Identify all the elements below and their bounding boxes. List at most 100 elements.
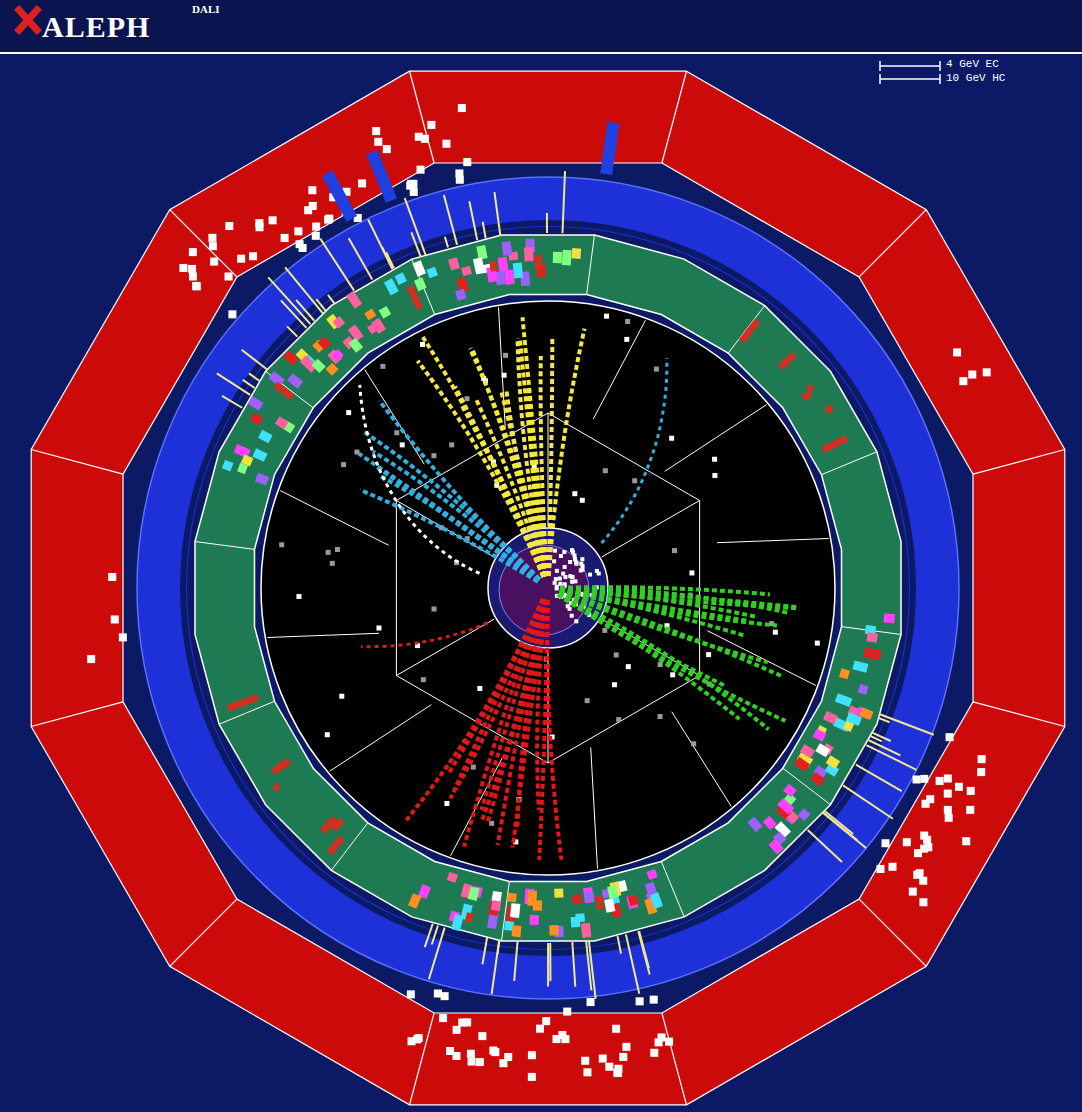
ecal-deposit (599, 896, 601, 909)
ecal-deposit (459, 290, 462, 299)
ecal-deposit (742, 321, 758, 342)
hcal-hit (882, 839, 890, 847)
hcal-hit (489, 1047, 497, 1055)
track (360, 385, 480, 574)
hcal-hit (427, 121, 435, 129)
energy-bar (562, 171, 565, 233)
hcal-divider (410, 71, 435, 163)
ecal-deposit (417, 262, 422, 275)
hcal-hit (111, 615, 119, 623)
hcal-hit (945, 814, 953, 822)
hcal-hit (959, 377, 967, 385)
ecal-deposit (772, 842, 781, 852)
hcal (31, 71, 1065, 1105)
hit (346, 410, 351, 415)
ecal-deposit (303, 358, 315, 369)
hcal-hit (888, 863, 896, 871)
hcal-hit (415, 133, 423, 141)
ecal-deposit (836, 697, 851, 703)
energy-bar (494, 192, 500, 236)
energy-bar (445, 237, 448, 248)
hcal-hit (189, 273, 197, 281)
ecal-deposit (609, 899, 612, 912)
hcal-hit (876, 865, 884, 873)
hit (570, 575, 574, 579)
hit (330, 561, 335, 566)
ecal-deposit (651, 870, 654, 878)
hit (588, 573, 592, 577)
hcal-divider (31, 702, 123, 727)
ecal-deposit (611, 886, 614, 898)
energy-bar (222, 396, 242, 408)
hcal-hit (296, 240, 304, 248)
hcal-hit (583, 1068, 591, 1076)
hit (603, 468, 608, 473)
hit (325, 732, 330, 737)
hit (400, 442, 405, 447)
header-rule (0, 52, 1082, 54)
hit (712, 457, 717, 462)
hit (431, 453, 436, 458)
energy-bar (320, 239, 354, 291)
ecal-deposit (322, 818, 334, 831)
ecal-deposit (418, 279, 422, 289)
track (602, 358, 667, 543)
hit (555, 569, 559, 573)
track (560, 592, 784, 677)
hcal-hit (210, 258, 218, 266)
hcal-hit (599, 1055, 607, 1063)
ecal-deposit (492, 913, 494, 928)
hcal-hit (968, 371, 976, 379)
hcal-divider (170, 210, 237, 277)
hit (449, 442, 454, 447)
ecal-deposit (352, 340, 360, 350)
ecal-deposit (786, 787, 794, 794)
tpc-sector (593, 320, 645, 419)
hcal-tower (327, 173, 351, 219)
hit (773, 630, 778, 635)
hcal-hit (434, 989, 442, 997)
hit (658, 714, 663, 719)
hit (574, 561, 578, 565)
hcal-hit (936, 777, 944, 785)
hcal-hit (372, 127, 380, 135)
hit (431, 606, 436, 611)
hcal-hit (458, 104, 466, 112)
track (406, 599, 543, 820)
ecal-deposit (507, 893, 517, 902)
ecal-deposit (515, 904, 516, 918)
ecal-deposit (502, 257, 504, 271)
detector (31, 71, 1065, 1105)
hcal-tower (372, 152, 391, 200)
ecal-deposit (493, 261, 495, 271)
hit (570, 575, 574, 579)
hcal-hit (913, 776, 921, 784)
hit (632, 478, 637, 483)
hcal-divider (31, 450, 123, 475)
ecal-deposit (562, 250, 572, 265)
ecal-deposit (761, 347, 768, 354)
hcal-hit (605, 1063, 613, 1071)
experiment-title: ALEPH (42, 10, 150, 44)
energy-bar (411, 232, 420, 256)
hit (552, 559, 556, 563)
ecal-deposit (884, 613, 895, 623)
hcal-hit (978, 755, 986, 763)
track (361, 623, 487, 647)
ecal-deposit (802, 748, 813, 755)
ecal-deposit (278, 764, 283, 767)
ecal-deposit (329, 366, 335, 372)
track (560, 588, 789, 613)
energy-bar (287, 326, 297, 336)
ecal-deposit (632, 896, 635, 905)
ecal-deposit (786, 796, 793, 802)
ecal-deposit (796, 760, 807, 768)
hcal-hit (563, 1008, 571, 1016)
coil-edge (137, 177, 959, 999)
hcal-hit (916, 869, 924, 877)
hcal-hit (225, 272, 233, 280)
ecal-deposit (818, 747, 828, 753)
hcal-hit (528, 1073, 536, 1081)
hit (376, 625, 381, 630)
hit (712, 473, 717, 478)
